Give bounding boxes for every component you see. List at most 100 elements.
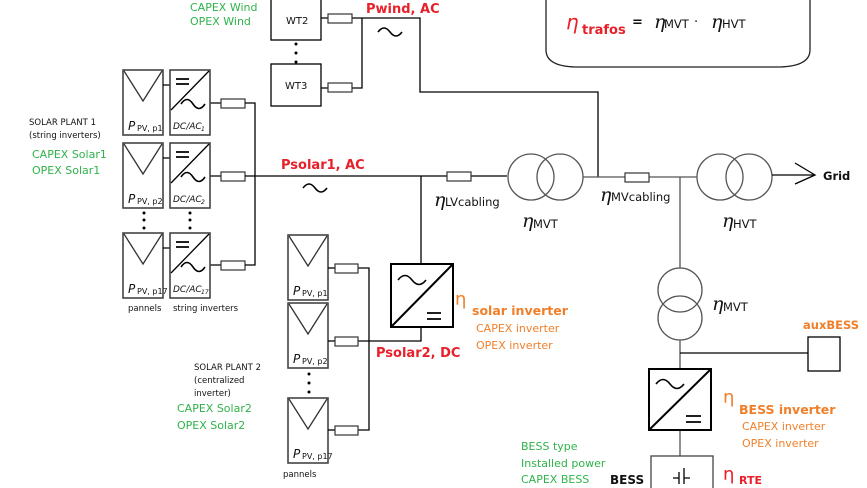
- dc-equals-icon: [427, 312, 441, 320]
- solar1-capex: CAPEX Solar1: [32, 148, 107, 161]
- solar2-panels-caption: pannels: [283, 470, 317, 480]
- solar1-opex: OPEX Solar1: [32, 164, 100, 177]
- eta-solar-inverter-symbol: η: [455, 289, 466, 310]
- solar2-subtitle-1: (centralized: [194, 376, 244, 386]
- cable-resistor: [334, 425, 359, 436]
- pv-subscript: PV, p1: [137, 124, 163, 133]
- ellipsis-dots: [307, 372, 311, 394]
- formula-box: [545, 0, 811, 68]
- wind-wires: [321, 17, 599, 177]
- pv-symbol: P: [293, 352, 301, 366]
- battery-icon: [673, 468, 690, 484]
- cable-resistor: [334, 263, 359, 274]
- bess-type: BESS type: [521, 440, 578, 453]
- inverter-subscript: 17: [201, 289, 209, 296]
- eta-mvt-symbol: η: [522, 210, 534, 232]
- ac-tilde-icon: [655, 378, 685, 390]
- formula-eta-mvt: MVT: [664, 17, 690, 31]
- pv-panel-triangle-icon: [123, 70, 163, 103]
- dc-equals-icon: [176, 151, 189, 158]
- ac-tilde-icon: [180, 171, 206, 183]
- string-inverter: [169, 142, 211, 209]
- ellipsis-dots: [294, 42, 298, 64]
- inverter-diagonal: [648, 368, 712, 431]
- dc-equals-icon: [176, 78, 189, 85]
- eta-hvt-symbol: η: [722, 210, 734, 232]
- wt2-cable-resistor: [327, 13, 353, 24]
- formula-eta-mvt-symbol: η: [654, 11, 666, 33]
- eta-mvt: MVT: [533, 217, 559, 231]
- bess-installed-power: Installed power: [521, 457, 606, 470]
- ac-tilde-icon: [180, 261, 206, 273]
- formula-equals: =: [632, 15, 643, 30]
- inverter-label: DC/AC: [173, 195, 202, 205]
- solar2-title: SOLAR PLANT 2: [194, 363, 261, 373]
- eta-rte: RTE: [739, 474, 762, 487]
- bess-inverter-opex: OPEX inverter: [742, 437, 819, 450]
- wt3-cable-resistor: [327, 82, 353, 93]
- wind-opex: OPEX Wind: [190, 15, 251, 28]
- cable-resistor: [220, 171, 246, 182]
- bess-battery-box: [650, 455, 714, 488]
- solar1-title: SOLAR PLANT 1: [29, 118, 96, 128]
- inverter-subscript: 1: [201, 126, 205, 133]
- ac-tilde-icon: [180, 98, 206, 110]
- ellipsis-dots: [142, 211, 192, 230]
- eta-lv-cabling: LVcabling: [445, 195, 500, 209]
- solar1-inverters-caption: string inverters: [173, 304, 239, 314]
- connector-wire: [163, 84, 221, 104]
- solar2-power-label: Psolar2, DC: [376, 346, 460, 361]
- pv-panel-triangle-icon: [288, 398, 328, 431]
- pv-subscript: PV, p2: [137, 197, 163, 206]
- bess-inverter-capex: CAPEX inverter: [742, 420, 826, 433]
- bess-mv-transformer: [657, 267, 703, 341]
- wt3-label: WT3: [285, 81, 307, 92]
- solar2-capex: CAPEX Solar2: [177, 402, 252, 415]
- pv-subscript: PV, p17: [302, 452, 333, 461]
- pv-panel-triangle-icon: [288, 303, 328, 336]
- eta-solar-inverter: solar inverter: [472, 303, 569, 318]
- solar1-power-label: Psolar1, AC: [281, 158, 365, 173]
- eta-bess-mvt-symbol: η: [712, 293, 724, 315]
- wind-turbine-wt3: [270, 63, 322, 107]
- bess-label: BESS: [610, 473, 644, 487]
- eta-lv-symbol: η: [434, 189, 446, 211]
- eta-bess-inverter: BESS inverter: [739, 402, 836, 417]
- eta-mv-cabling: MVcabling: [611, 190, 670, 204]
- inverter-subscript: 2: [201, 199, 205, 206]
- cable-resistor: [220, 260, 246, 271]
- wind-power-label: Pwind, AC: [366, 2, 440, 17]
- pv-symbol: P: [293, 284, 301, 298]
- string-inverter: [169, 232, 211, 299]
- solar-central-inverter: [390, 263, 454, 328]
- cable-resistor: [334, 336, 359, 347]
- solar2-opex: OPEX Solar2: [177, 419, 245, 432]
- solar1-panels-caption: pannels: [128, 304, 162, 314]
- eta-rte-symbol: η: [723, 464, 734, 485]
- solar-inverter-opex: OPEX inverter: [476, 339, 553, 352]
- aux-bess-label: auxBESS: [803, 318, 859, 332]
- pv-symbol: P: [293, 447, 301, 461]
- formula-eta-hvt: HVT: [722, 17, 747, 31]
- pv-panel-triangle-icon: [123, 233, 163, 266]
- solar-inverter-capex: CAPEX inverter: [476, 322, 560, 335]
- dc-equals-icon: [176, 241, 189, 248]
- solar2-bus: [358, 267, 422, 431]
- bess-inverter: [648, 368, 712, 431]
- solar1-bus: [245, 102, 507, 266]
- mv-cabling-resistor: [624, 172, 650, 183]
- bess-capex: CAPEX BESS: [521, 473, 589, 486]
- pv-panel-triangle-icon: [123, 143, 163, 176]
- eta-mv-symbol: η: [600, 184, 612, 206]
- inverter-diagonal: [170, 143, 210, 184]
- lv-cabling-resistor: [446, 171, 472, 182]
- pv-subscript: PV, p17: [137, 287, 168, 296]
- eta-trafos-label: trafos: [582, 23, 626, 38]
- eta-bess-inverter-symbol: η: [723, 387, 734, 408]
- wt2-label: WT2: [286, 16, 308, 27]
- ac-tilde-icon: [377, 27, 403, 37]
- inverter-diagonal: [170, 233, 210, 274]
